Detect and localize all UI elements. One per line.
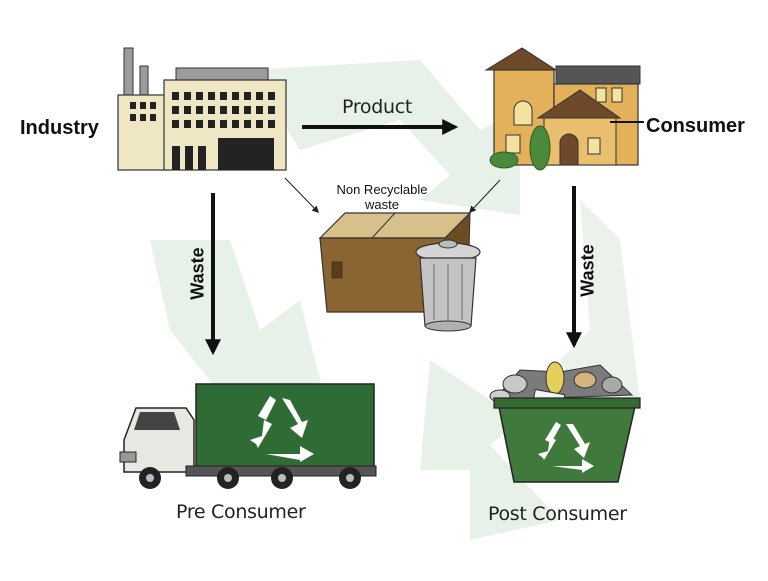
consumer-label: Consumer bbox=[646, 115, 745, 137]
industry-label: Industry bbox=[20, 117, 99, 139]
product-label: Product bbox=[342, 96, 413, 118]
waste-right-label: Waste bbox=[577, 244, 598, 297]
house-icon bbox=[484, 47, 644, 171]
waste-left-label: Waste bbox=[187, 247, 208, 300]
consumer-to-waste-arrow bbox=[469, 179, 501, 214]
pre-consumer-label: Pre Consumer bbox=[176, 501, 306, 523]
non-recyclable-line1: Non Recyclable bbox=[336, 182, 428, 197]
non-recyclable-line2: waste bbox=[365, 197, 399, 212]
industry-to-waste-arrow bbox=[284, 177, 319, 214]
factory-icon bbox=[117, 47, 287, 171]
dumpster-icon bbox=[318, 211, 472, 314]
recycling-bin-icon bbox=[489, 361, 641, 483]
recycle-symbol-icon bbox=[250, 396, 314, 462]
non-recyclable-waste-label: Non Recyclable waste bbox=[316, 182, 448, 212]
post-consumer-label: Post Consumer bbox=[488, 503, 627, 525]
recycling-truck-icon bbox=[119, 383, 377, 489]
trash-can-icon bbox=[415, 239, 481, 332]
